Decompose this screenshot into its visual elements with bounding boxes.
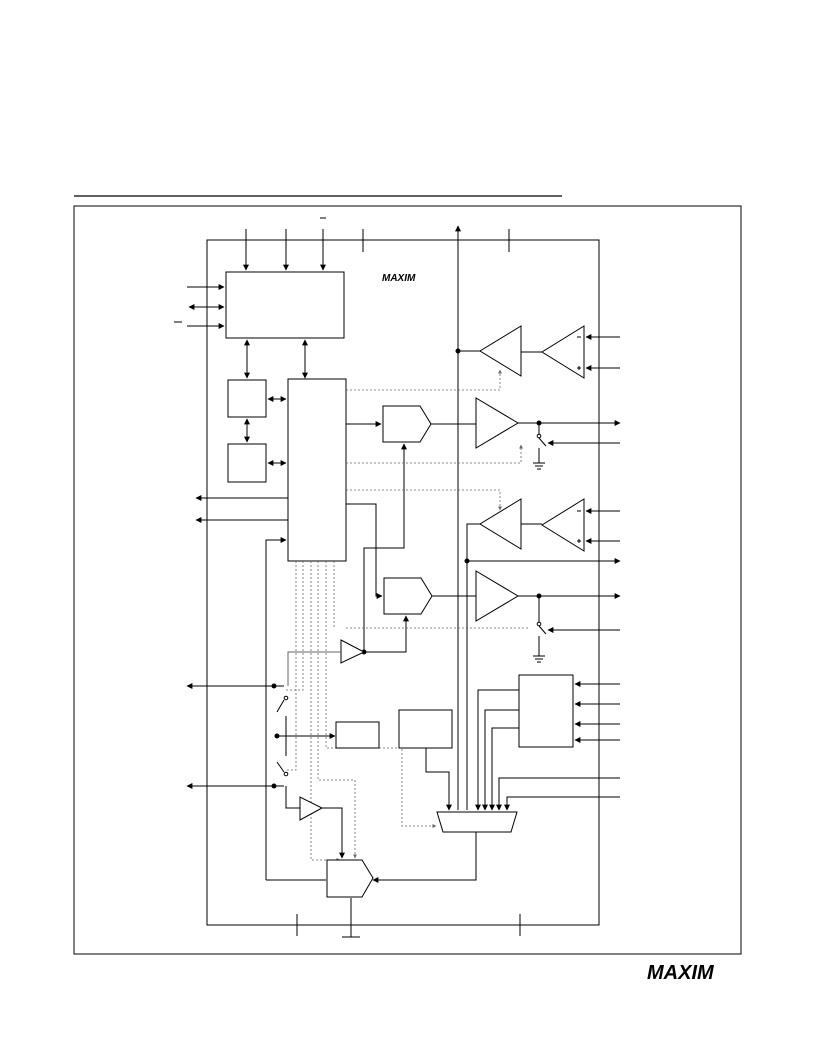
register-small-2	[227, 443, 267, 483]
input-amp-2	[541, 498, 585, 552]
top-pins	[243, 217, 510, 810]
footer-logo: MAXIM	[647, 962, 715, 984]
register-small-1	[227, 379, 267, 418]
buffer-amp-2	[299, 796, 324, 821]
output-1-wiring	[518, 420, 621, 470]
analog-mux	[436, 811, 518, 833]
comparator-2	[383, 577, 433, 615]
buffer-amp-1	[340, 639, 366, 664]
control-logic-block	[287, 378, 347, 562]
small-block-mid	[335, 721, 380, 749]
output-amp-2	[475, 570, 519, 622]
reference-block	[398, 709, 453, 749]
input-amp-1	[541, 325, 585, 379]
chip-logo: MAXIM	[382, 273, 416, 284]
comparator-1	[382, 405, 432, 443]
serial-pins	[174, 284, 225, 329]
bottom-pins	[296, 898, 521, 938]
dotted-control-lines	[285, 369, 530, 862]
input-2-wiring	[464, 508, 621, 810]
buffer-2-wiring	[186, 761, 345, 859]
output-amp-1	[475, 397, 519, 449]
chip-boundary	[206, 239, 600, 926]
sense-amp-2	[479, 498, 522, 550]
register-links	[244, 339, 308, 466]
mux-right-block	[518, 674, 574, 748]
mux-right-pins	[475, 681, 620, 811]
buffer-1-wiring	[186, 651, 341, 756]
input-1-wiring	[455, 334, 620, 371]
sense-amp-1	[479, 325, 522, 377]
control-to-comparators	[346, 443, 409, 655]
adc-block	[326, 859, 374, 898]
figure-frame	[73, 205, 742, 955]
control-outputs	[195, 495, 326, 881]
output-2-wiring	[518, 593, 621, 663]
serial-interface-block	[225, 271, 345, 339]
